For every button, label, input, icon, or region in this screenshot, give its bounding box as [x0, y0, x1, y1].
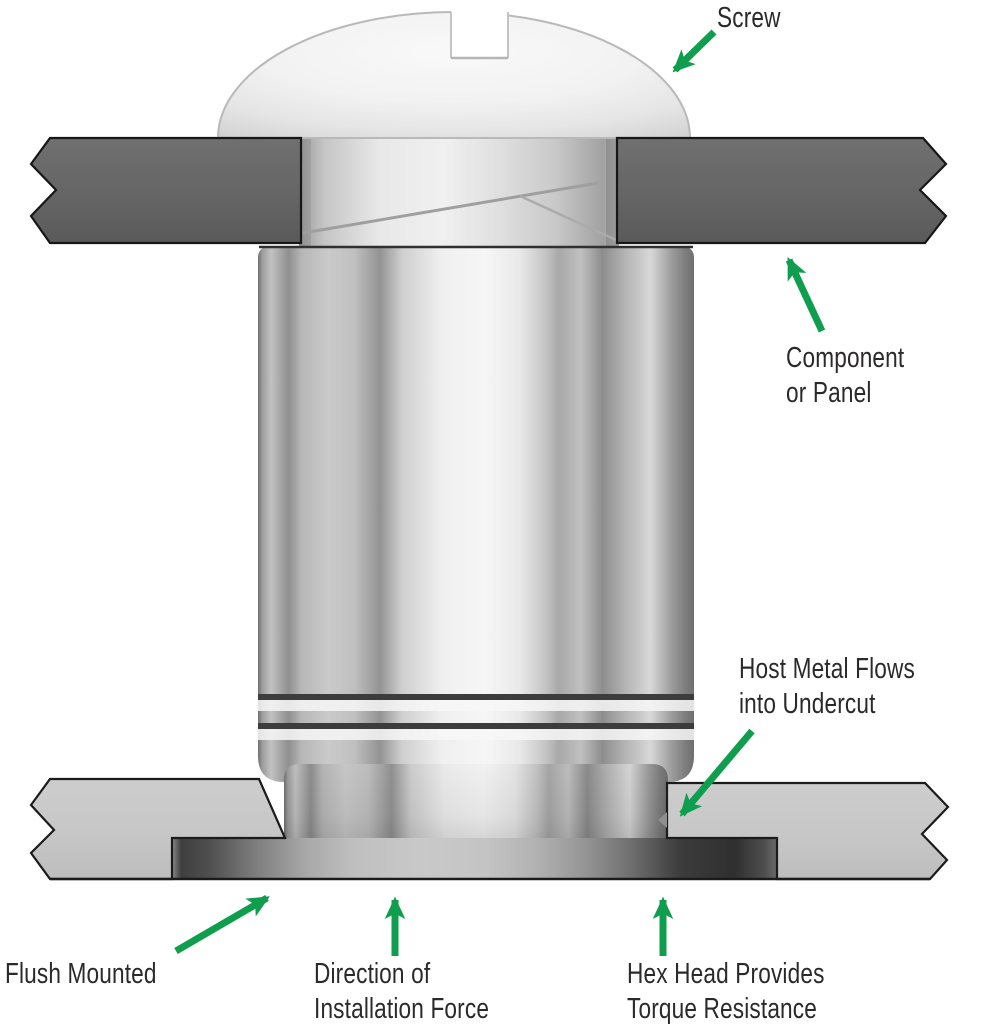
screw-label: Screw	[717, 2, 781, 34]
fastener-body	[258, 246, 694, 782]
component-panel-arrow	[785, 256, 826, 333]
installation-force-label: Direction of Installation Force	[314, 958, 490, 1024]
hex-head-label: Hex Head Provides Torque Resistance	[627, 958, 825, 1024]
screw-arrow	[672, 29, 717, 73]
hex-head	[172, 838, 777, 879]
host-panel-right	[665, 781, 950, 881]
component-panel-left	[29, 136, 303, 245]
host-metal-label: Host Metal Flows into Undercut	[739, 653, 915, 720]
screw-slot	[450, 2, 509, 60]
component-panel-label: Component or Panel	[786, 342, 905, 409]
component-panel-right	[615, 136, 948, 245]
undercut-grooves	[258, 694, 694, 740]
screw-shank	[299, 132, 619, 248]
host-metal-arrow	[679, 728, 755, 817]
flush-mounted-label: Flush Mounted	[5, 958, 157, 990]
undercut-notch	[658, 812, 667, 828]
fastener-flange	[284, 764, 668, 838]
flush-mounted-arrow	[174, 894, 270, 955]
